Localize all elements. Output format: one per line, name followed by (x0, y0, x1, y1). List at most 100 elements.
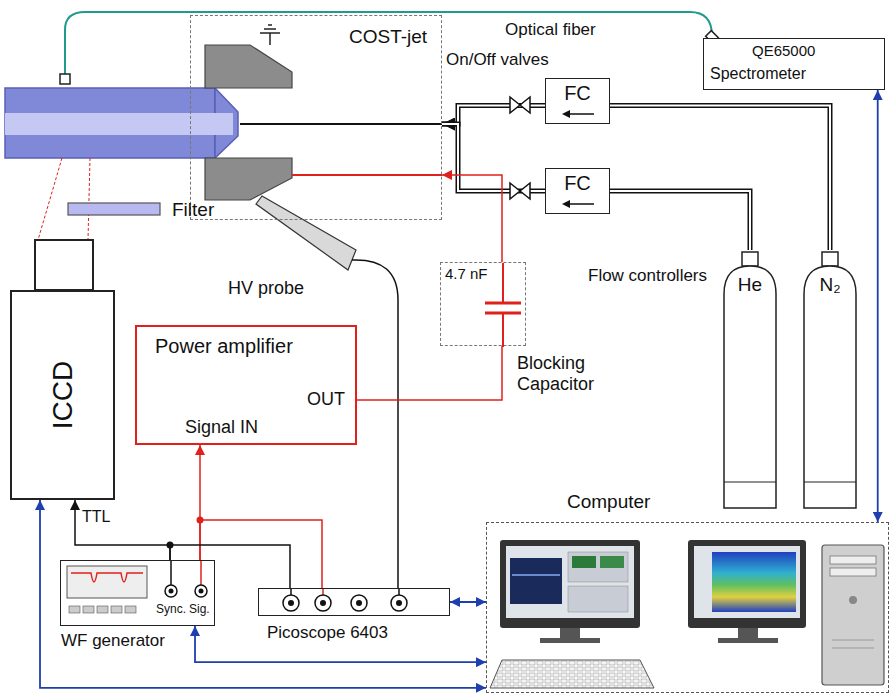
generator-panel (67, 566, 147, 598)
computer-illustration (688, 540, 806, 628)
pipe-bore (442, 124, 545, 191)
signal-wire (75, 500, 170, 560)
node-text: FC (546, 172, 609, 195)
generator-panel (195, 585, 207, 597)
node-heading: WF generator (61, 631, 165, 651)
capacitor-symbol (485, 302, 521, 305)
on-off-valve (510, 97, 530, 199)
computer-illustration (832, 648, 874, 649)
camera-lens (35, 240, 93, 290)
junction-dot (197, 517, 204, 524)
computer-illustration (560, 628, 580, 638)
computer-illustration (568, 552, 628, 582)
node-text: He (720, 274, 780, 296)
computer-illustration (490, 660, 654, 688)
cylinder-outline (724, 266, 776, 508)
signal-wire (40, 500, 486, 688)
node-text: Signal IN (185, 417, 258, 438)
computer-illustration (512, 574, 560, 576)
flow-arrow (562, 110, 570, 118)
node-heading: Blocking Capacitor (517, 353, 617, 394)
optical-fiber (60, 74, 70, 84)
jet-tube (5, 113, 233, 135)
pipe-wall (442, 124, 545, 191)
on-off-valve (510, 97, 530, 113)
optical-filter (68, 203, 160, 215)
spectrometer-box: QE65000Spectrometer (703, 38, 885, 90)
light-path (88, 158, 90, 240)
electrode (205, 45, 292, 200)
fiber-label: Optical fiber (505, 20, 596, 40)
capacitor-frame: 4.7 nFBlocking Capacitor (440, 262, 526, 346)
optical-filter (68, 203, 160, 215)
generator-panel (165, 585, 177, 597)
ground-symbol (264, 28, 276, 30)
signal-wire (357, 346, 502, 400)
pipe-wall (610, 191, 750, 250)
hv-feed (292, 174, 442, 176)
optical-fiber (65, 12, 712, 80)
generator-panel (125, 606, 136, 613)
scope-ports (320, 600, 326, 606)
cylinder-outline (742, 252, 758, 266)
gas-pipe (610, 191, 750, 250)
node-text: Sig. (189, 603, 210, 617)
flow-arrow (562, 200, 570, 208)
node-text: 4.7 nF (445, 265, 488, 282)
probe-label: HV probe (228, 278, 304, 299)
generator-panel (97, 606, 108, 613)
gas-pipe (442, 124, 545, 191)
junction-dot (167, 542, 174, 549)
generator-panel (111, 606, 122, 613)
capacitor-symbol (502, 263, 504, 303)
pipe-bore (610, 106, 830, 250)
node-text: Spectrometer (710, 65, 806, 83)
wire-path (200, 520, 322, 588)
device-frame: COST-jet (190, 15, 442, 220)
hv-feed (292, 175, 442, 176)
cylinder-outline (822, 252, 838, 266)
computer-illustration (822, 545, 884, 685)
computer-illustration (849, 596, 857, 604)
computer-illustration (712, 552, 796, 612)
generator-panel (200, 561, 202, 585)
generator-panel (69, 606, 80, 613)
wire-path (357, 346, 502, 400)
computer-frame: Computer (486, 522, 889, 693)
node-text: COST-jet (349, 26, 427, 48)
pipe-wall (610, 106, 830, 250)
scope-ports (322, 589, 324, 595)
oscilloscope-box: Picoscope 6403 (258, 588, 450, 616)
cylinder-outline (724, 481, 776, 482)
scope-ports (396, 600, 402, 606)
node-text: Power amplifier (155, 335, 293, 358)
optical-fiber (60, 12, 718, 84)
signal-wire (442, 175, 502, 262)
node-text: ICCD (46, 361, 78, 429)
generator-panel (71, 573, 143, 582)
camera-body: ICCD (10, 290, 115, 500)
wire-path (877, 90, 879, 522)
signal-label: TTL (82, 508, 110, 526)
flow-arrow (568, 203, 594, 205)
hv-probe (352, 260, 398, 588)
scope-ports (283, 595, 299, 611)
signal-wire (877, 90, 878, 522)
computer-illustration (600, 556, 624, 568)
gas-inlet (240, 123, 442, 125)
amplifier-box: Power amplifierOUTSignal IN (135, 325, 357, 445)
computer-illustration (718, 638, 778, 643)
flow-controller-box: FC (545, 168, 610, 214)
filter-label: Filter (172, 199, 214, 221)
computer-illustration (500, 540, 640, 628)
node-heading: Picoscope 6403 (267, 623, 388, 643)
wire-path (75, 500, 170, 560)
computer-illustration (830, 568, 876, 576)
gas-cylinder: He (720, 250, 780, 512)
capacitor-symbol (502, 313, 504, 347)
camera-lens (35, 240, 93, 290)
node-text: Sync. (156, 603, 186, 617)
node-text: QE65000 (752, 42, 815, 59)
